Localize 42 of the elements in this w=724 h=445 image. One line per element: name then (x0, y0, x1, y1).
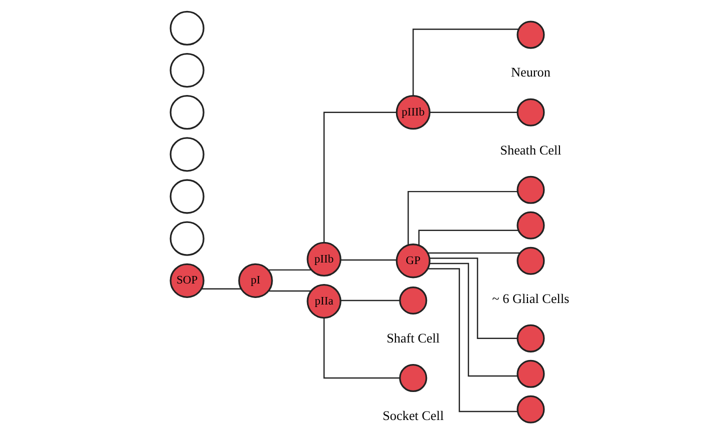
node-circle: GP (396, 244, 430, 278)
node-circle (399, 364, 428, 392)
node-label: Shaft Cell (386, 330, 440, 346)
node-circle (170, 52, 204, 88)
connector (428, 252, 520, 254)
node-circle (516, 246, 545, 275)
node-circle (516, 395, 545, 424)
connector (340, 300, 400, 302)
node-circle (170, 179, 204, 214)
node-label: Socket Cell (382, 408, 444, 423)
connector (323, 318, 400, 379)
node-circle: pIIIb (396, 95, 430, 130)
node-circle (170, 221, 204, 256)
connector (202, 288, 242, 290)
node-circle (516, 98, 545, 126)
connector (408, 190, 518, 245)
node-label: Neuron (510, 64, 551, 80)
connector (268, 290, 312, 292)
node-circle (516, 360, 545, 388)
node-circle (399, 286, 428, 314)
node-circle (516, 176, 545, 204)
node-circle (516, 20, 545, 49)
label: ~ 6 Glial Cells (492, 290, 570, 306)
connector (323, 112, 397, 243)
connector (268, 269, 312, 271)
node-circle (170, 10, 204, 46)
node-circle (170, 95, 204, 130)
connector (428, 268, 518, 412)
node-circle: SOP (170, 263, 204, 298)
connector (430, 258, 518, 340)
node-label: Sheath Cell (500, 142, 562, 158)
node-circle: pI (238, 263, 273, 298)
node-circle (516, 211, 545, 240)
connector (430, 112, 518, 113)
connector (340, 259, 396, 261)
node-circle (516, 324, 545, 352)
connector (418, 230, 518, 246)
node-circle: pIIb (306, 242, 342, 277)
connector (430, 262, 518, 377)
connector (412, 28, 519, 96)
node-circle (170, 137, 204, 172)
node-circle: pIIa (306, 284, 342, 319)
